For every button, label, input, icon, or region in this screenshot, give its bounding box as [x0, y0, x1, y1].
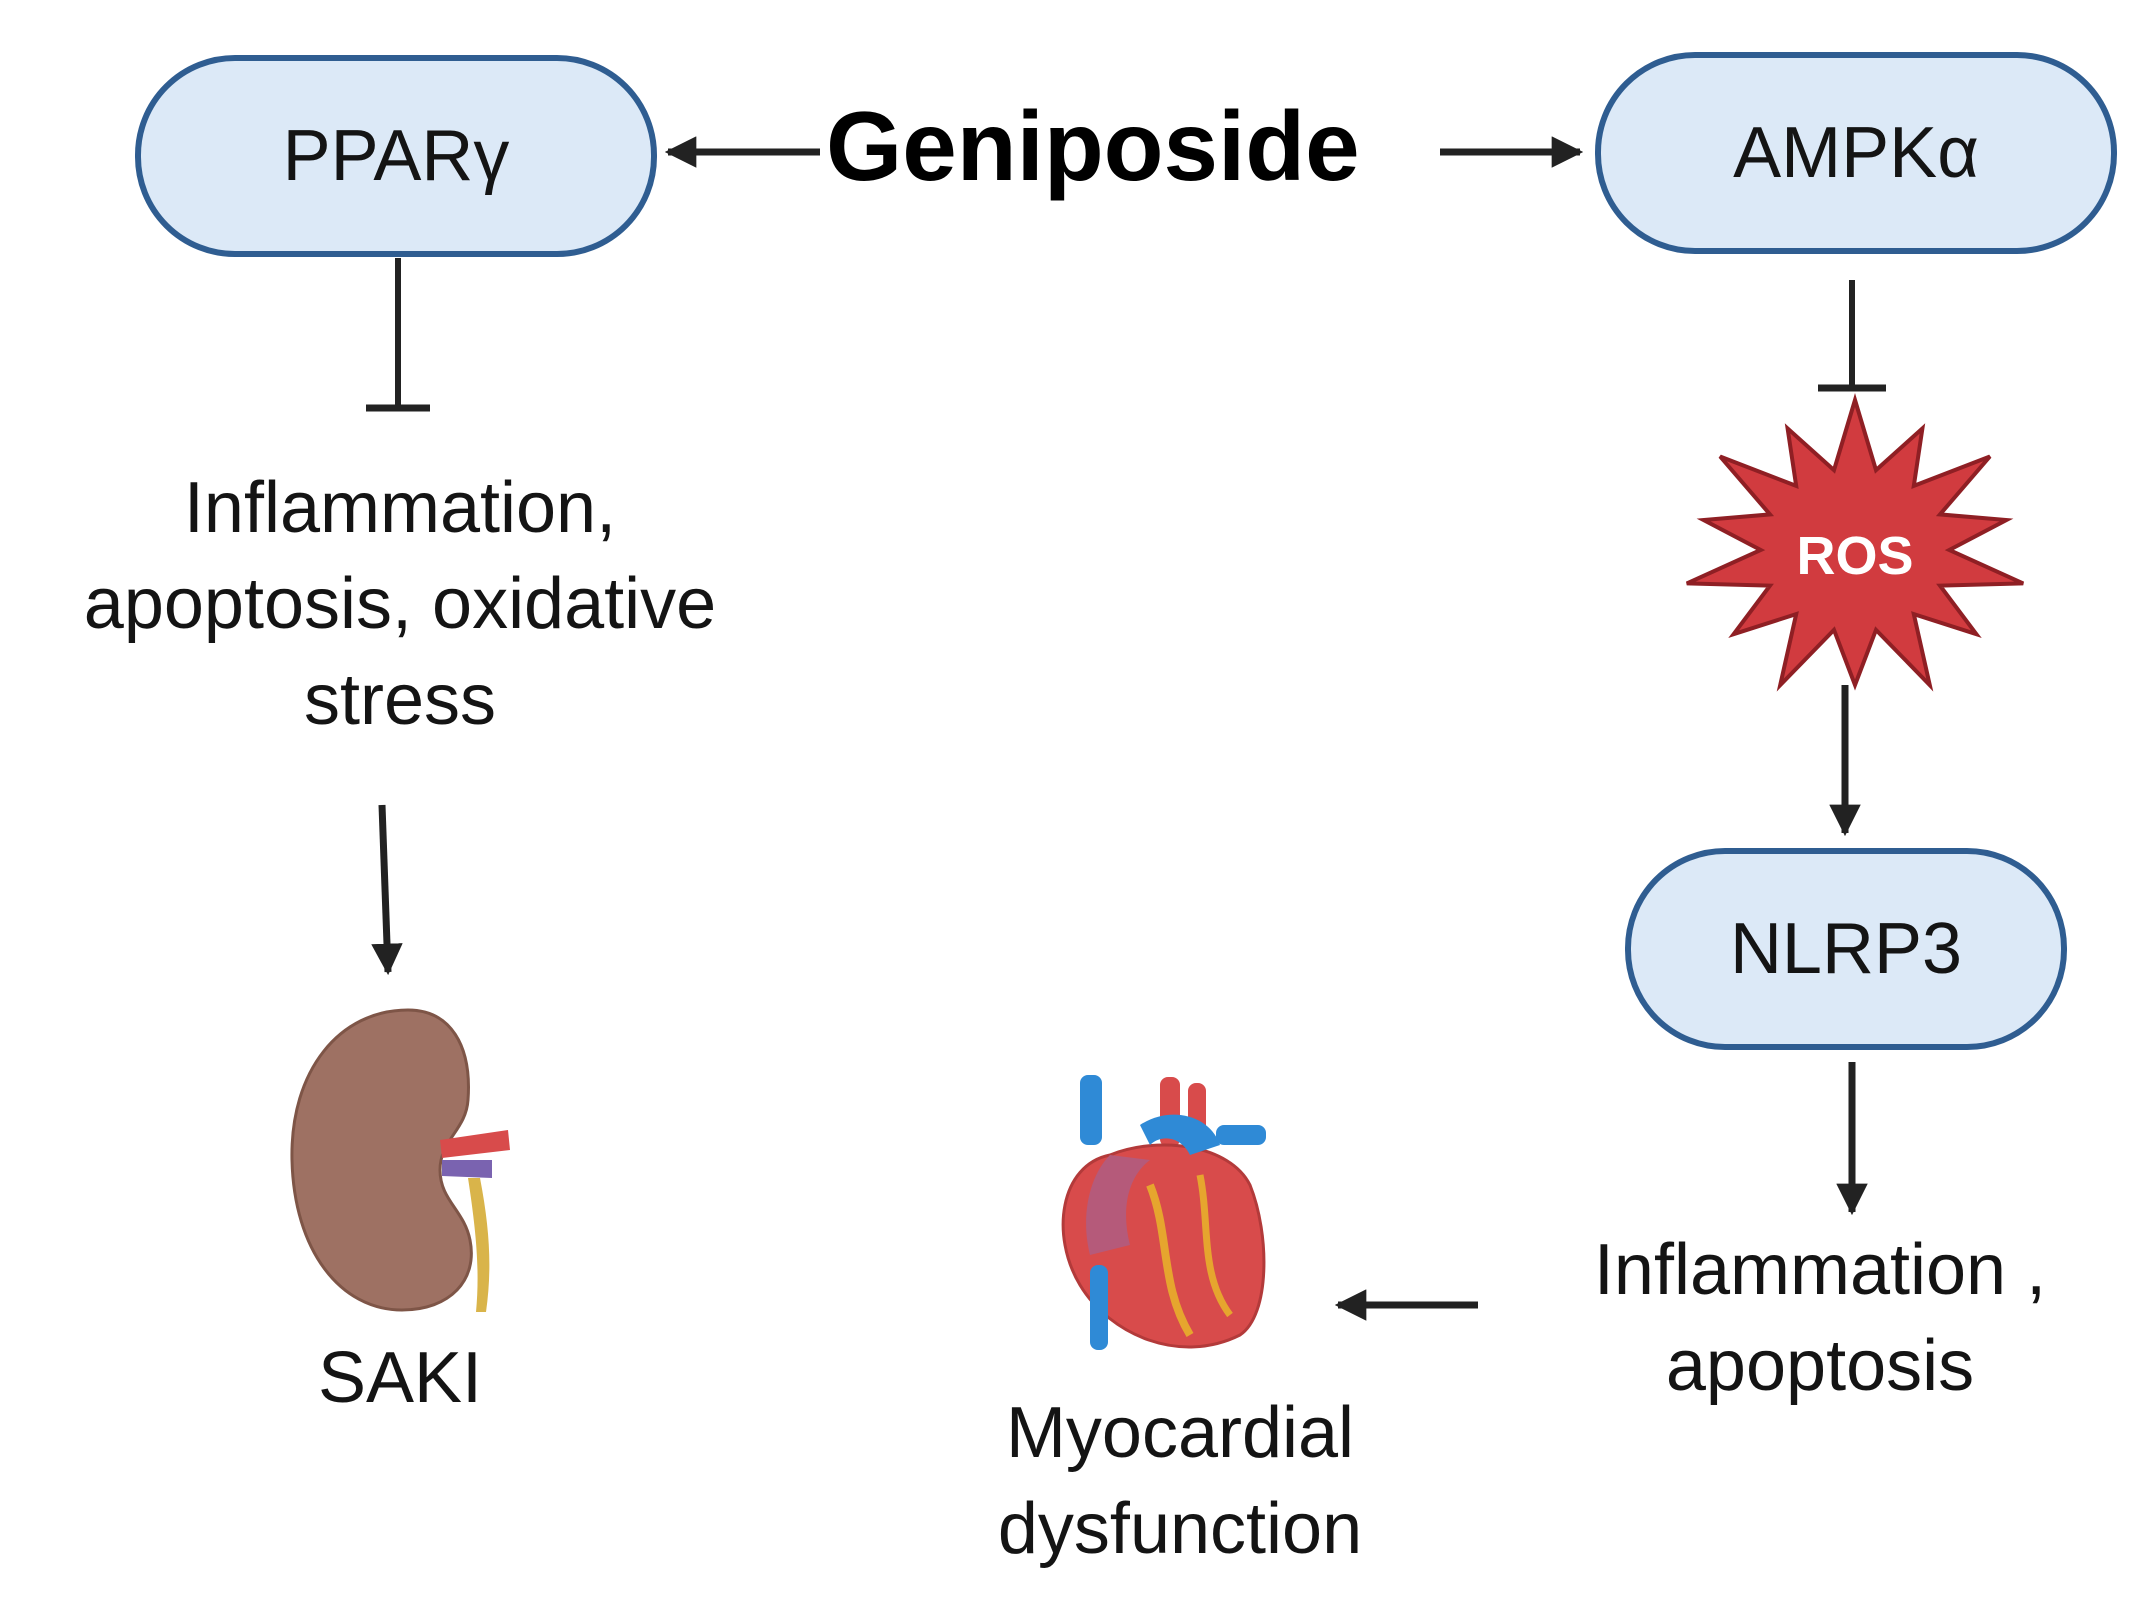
left-effect-line-3: stress: [303, 660, 497, 740]
right-effect-line-2: apoptosis: [1665, 1326, 1975, 1406]
ampk-alpha-node: AMPKα: [1595, 52, 2117, 254]
ros-label: ROS: [1796, 526, 1914, 586]
left-effect-line-2: apoptosis, oxidative: [83, 564, 717, 644]
saki-label: SAKI: [317, 1338, 483, 1418]
ppar-gamma-node: PPARγ: [135, 55, 657, 257]
right-effect-text: Inflammation , apoptosis: [1540, 1222, 2100, 1414]
kidney-icon: [290, 1008, 510, 1312]
myocardial-line-1: Myocardial: [1005, 1393, 1355, 1473]
right-effect-line-1: Inflammation ,: [1593, 1230, 2047, 1310]
left-effect-line-1: Inflammation,: [183, 468, 617, 548]
geniposide-title: Geniposide: [826, 91, 1360, 201]
left-effect-text: Inflammation, apoptosis, oxidative stres…: [10, 460, 790, 748]
ros-starburst-icon: [1685, 393, 2025, 692]
myocardial-line-2: dysfunction: [997, 1489, 1363, 1569]
myocardial-dysfunction-label: Myocardial dysfunction: [900, 1385, 1460, 1577]
nlrp3-node: NLRP3: [1625, 848, 2067, 1050]
arrow-inflammation-to-kidney: [371, 804, 403, 976]
heart-icon: [1061, 1075, 1266, 1350]
